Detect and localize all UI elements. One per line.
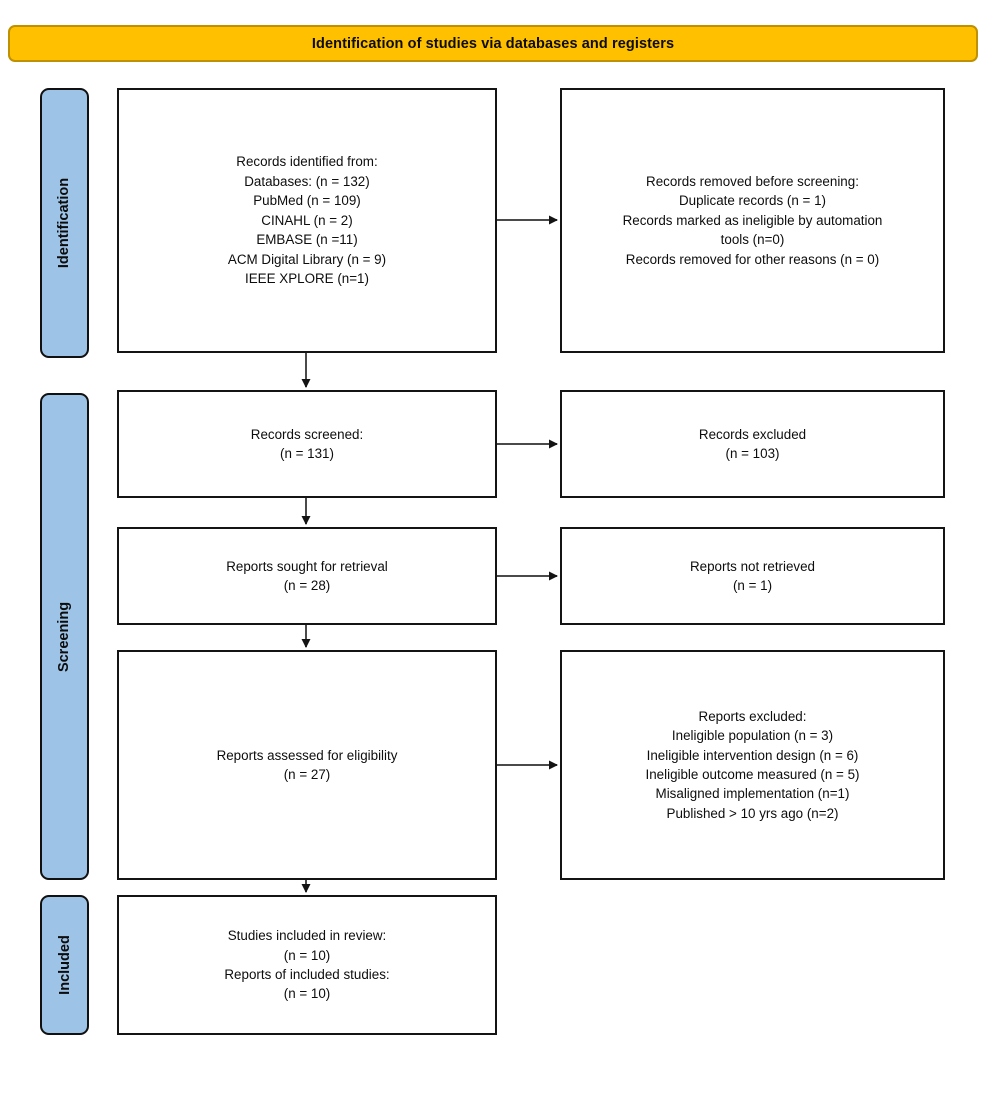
diagram-header-banner: Identification of studies via databases … bbox=[8, 25, 978, 62]
box-records-removed-before-screening: Records removed before screening: Duplic… bbox=[560, 88, 945, 353]
box-reports-excluded-text: Reports excluded: Ineligible population … bbox=[645, 708, 860, 821]
stage-tab-screening: Screening bbox=[40, 393, 89, 880]
page-title: Identification of studies via databases … bbox=[311, 35, 675, 52]
box-reports-excluded: Reports excluded: Ineligible population … bbox=[560, 650, 945, 880]
stage-tab-included: Included bbox=[40, 895, 89, 1035]
box-records-screened: Records screened: (n = 131) bbox=[117, 390, 497, 498]
box-reports-assessed-for-eligibility-text: Reports assessed for eligibility (n = 27… bbox=[216, 747, 398, 782]
box-records-identified-text: Records identified from: Databases: (n =… bbox=[227, 154, 387, 287]
box-records-excluded: Records excluded (n = 103) bbox=[560, 390, 945, 498]
box-reports-assessed-for-eligibility: Reports assessed for eligibility (n = 27… bbox=[117, 650, 497, 880]
box-records-excluded-text: Records excluded (n = 103) bbox=[698, 426, 807, 461]
box-records-screened-text: Records screened: (n = 131) bbox=[250, 426, 364, 461]
box-studies-included-in-review: Studies included in review: (n = 10) Rep… bbox=[117, 895, 497, 1035]
box-reports-not-retrieved: Reports not retrieved (n = 1) bbox=[560, 527, 945, 625]
box-records-removed-before-screening-text: Records removed before screening: Duplic… bbox=[622, 173, 883, 267]
box-reports-sought-for-retrieval-text: Reports sought for retrieval (n = 28) bbox=[226, 558, 388, 593]
stage-tab-identification: Identification bbox=[40, 88, 89, 358]
box-studies-included-in-review-text: Studies included in review: (n = 10) Rep… bbox=[224, 928, 390, 1002]
box-records-identified: Records identified from: Databases: (n =… bbox=[117, 88, 497, 353]
box-reports-sought-for-retrieval: Reports sought for retrieval (n = 28) bbox=[117, 527, 497, 625]
box-reports-not-retrieved-text: Reports not retrieved (n = 1) bbox=[689, 558, 816, 593]
